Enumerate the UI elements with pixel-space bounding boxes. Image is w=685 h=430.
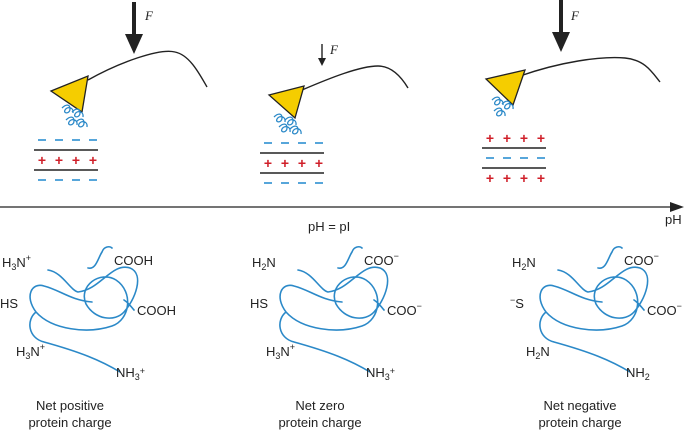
chem-group-top-right: COOH <box>114 253 153 268</box>
chem-group-top-left: H3N+ <box>2 253 31 272</box>
caption-line-2: protein charge <box>538 415 621 430</box>
positive-charge: + <box>486 170 494 186</box>
force-label-3: F <box>570 8 580 23</box>
cantilever-1 <box>87 50 208 88</box>
positive-charge: + <box>503 170 511 186</box>
afm-panel-2: F + + + + <box>260 42 409 184</box>
chem-group-bottom-left: H3N+ <box>16 342 45 361</box>
surface-2: + + + + <box>260 142 324 184</box>
positive-charge: + <box>72 152 80 168</box>
chem-group-bottom-right: NH3+ <box>366 365 395 382</box>
afm-panel-3: F + + + + + + + + <box>482 0 661 186</box>
positive-charge: + <box>503 130 511 146</box>
afm-tip-2 <box>267 85 305 120</box>
caption-line-2: protein charge <box>278 415 361 430</box>
attached-protein-3 <box>491 96 514 117</box>
positive-charge: + <box>520 130 528 146</box>
isoelectric-marker: pH = pI <box>308 219 350 234</box>
positive-charge: + <box>315 155 323 171</box>
caption-line-1: Net zero <box>295 398 344 413</box>
attached-protein-1 <box>61 104 88 128</box>
positive-charge: + <box>520 170 528 186</box>
caption-line-1: Net negative <box>544 398 617 413</box>
force-arrowhead-2 <box>318 58 326 66</box>
caption-line-1: Net positive <box>36 398 104 413</box>
cantilever-2 <box>301 65 409 91</box>
chem-group-mid-right: COOH <box>137 303 176 318</box>
afm-panel-1: F + + + + <box>34 2 208 181</box>
protein-panel-2: H2N COO− HS COO− H3N+ NH3+ Net zero protein cha… <box>250 246 422 430</box>
positive-charge: + <box>89 152 97 168</box>
positive-charge: + <box>298 155 306 171</box>
positive-charge: + <box>38 152 46 168</box>
surface-1: + + + + <box>34 139 98 181</box>
positive-charge: + <box>486 130 494 146</box>
chem-group-bottom-right: NH2 <box>626 365 650 382</box>
chem-group-mid-left: HS <box>0 296 18 311</box>
protein-chain <box>29 246 139 373</box>
chem-group-mid-left: −S <box>510 295 524 311</box>
chem-group-bottom-right: NH3+ <box>116 365 145 382</box>
ph-axis: pH pH = pI <box>0 202 684 234</box>
protein-chain <box>539 246 649 373</box>
positive-charge: + <box>537 170 545 186</box>
chem-group-mid-right: COO− <box>387 301 422 318</box>
afm-tip-3 <box>484 69 526 107</box>
protein-panel-1: H3N+ COOH HS COOH H3N+ NH3+ Net positive protei… <box>0 246 176 430</box>
force-arrowhead-3 <box>552 32 570 52</box>
positive-charge: + <box>264 155 272 171</box>
ph-axis-label: pH <box>665 212 682 227</box>
afm-tip-1 <box>49 74 89 114</box>
surface-3: + + + + + + + + <box>482 130 546 186</box>
chem-group-bottom-left: H3N+ <box>266 342 295 361</box>
force-label-1: F <box>144 8 154 23</box>
chem-group-top-left: H2N <box>252 255 276 272</box>
chem-group-top-right: COO− <box>624 251 659 268</box>
cantilever-3 <box>519 56 661 83</box>
ph-axis-arrowhead <box>670 202 684 212</box>
attached-protein-2 <box>273 113 302 135</box>
chem-group-mid-left: HS <box>250 296 268 311</box>
chem-group-mid-right: COO− <box>647 301 682 318</box>
chem-group-top-right: COO− <box>364 251 399 268</box>
force-label-2: F <box>329 42 339 57</box>
force-arrowhead-1 <box>125 34 143 54</box>
positive-charge: + <box>55 152 63 168</box>
caption-line-2: protein charge <box>28 415 111 430</box>
chem-group-top-left: H2N <box>512 255 536 272</box>
positive-charge: + <box>281 155 289 171</box>
protein-chain <box>279 246 389 373</box>
chem-group-bottom-left: H2N <box>526 344 550 361</box>
positive-charge: + <box>537 130 545 146</box>
